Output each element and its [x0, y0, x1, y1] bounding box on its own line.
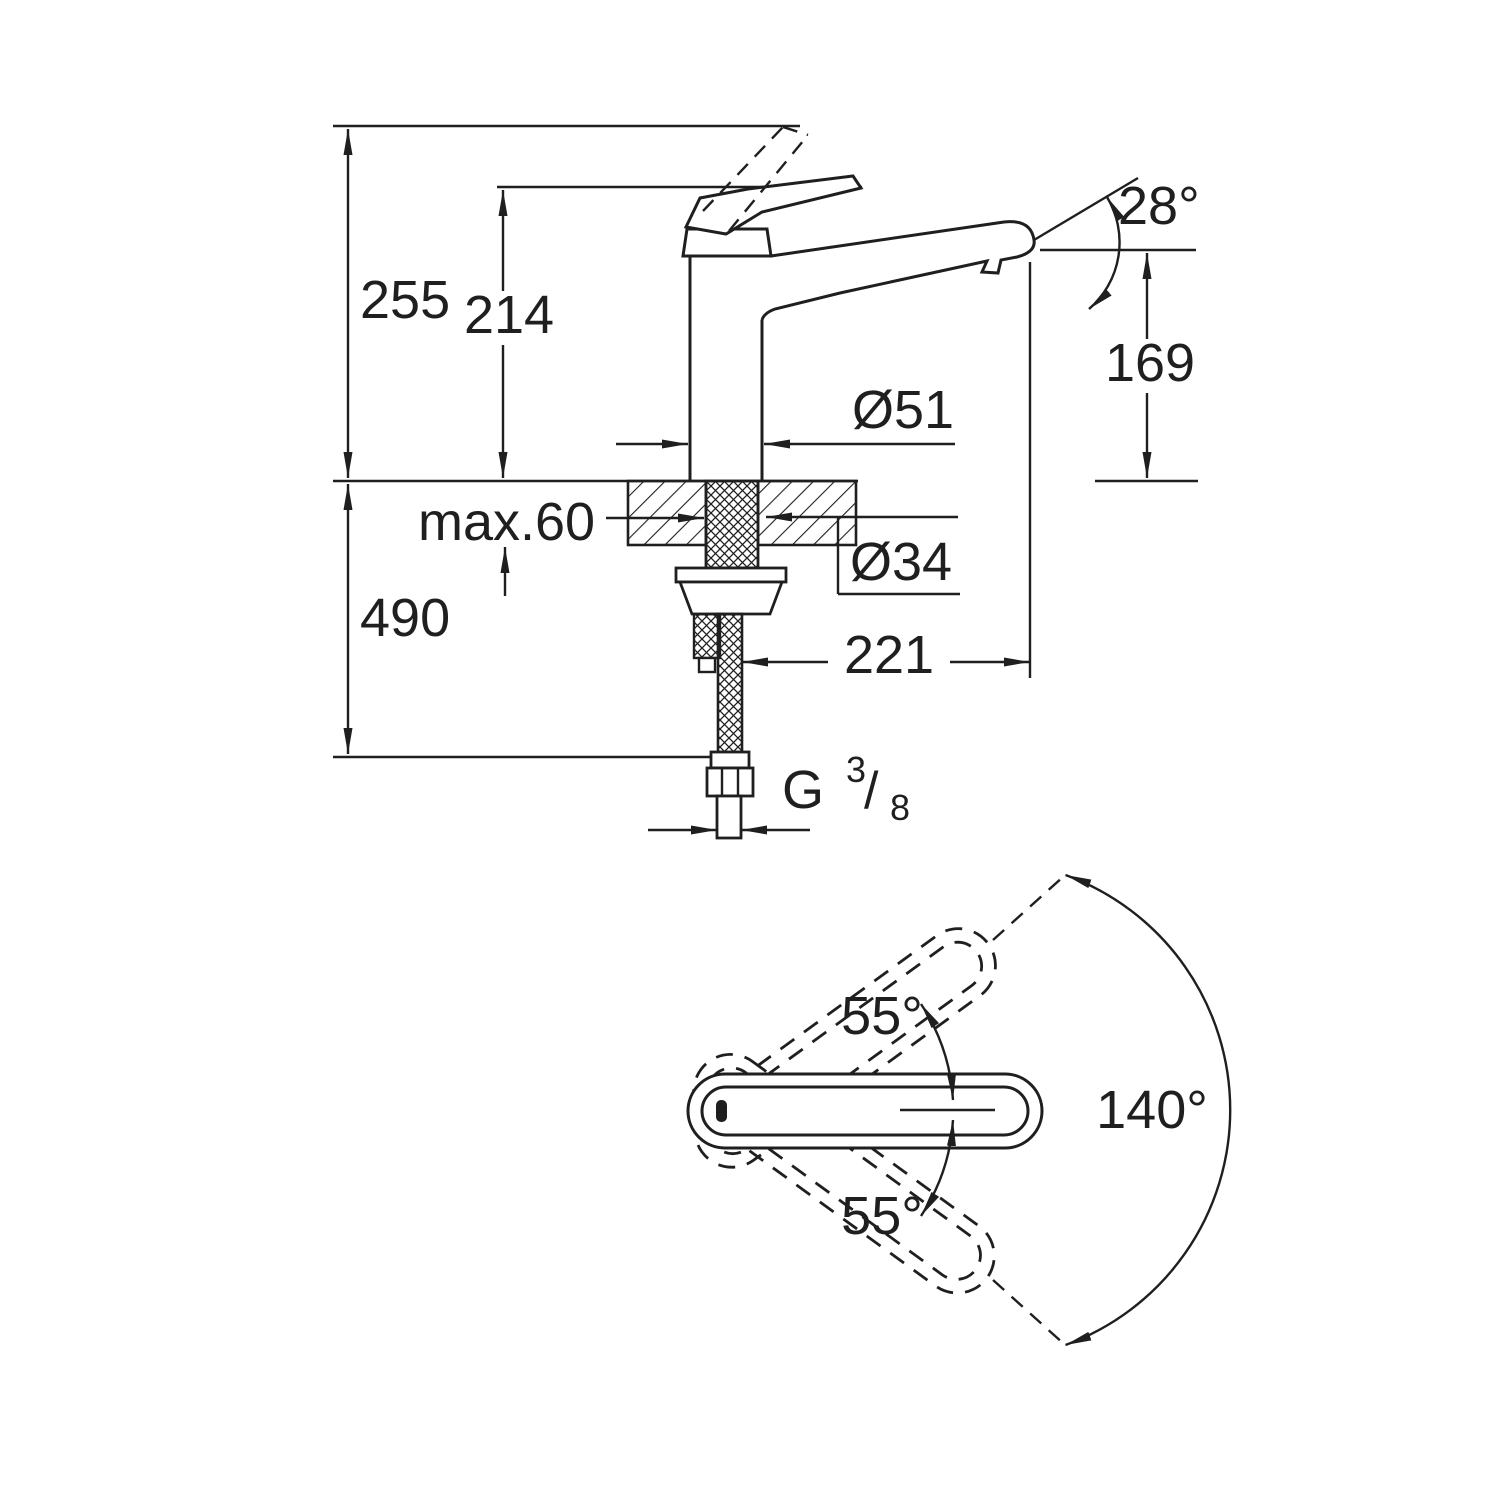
angle-arc-140 [1065, 873, 1232, 1347]
hose-collar [709, 750, 751, 770]
dim-label-bg-214 [451, 291, 567, 345]
raised-handle-line-2 [728, 134, 809, 232]
dimension-swivel-upper: 55° [841, 986, 956, 1101]
dimension-under-counter: 490 [343, 484, 450, 754]
thread-label-slash: / [864, 762, 879, 820]
dim-label-28: 28° [1118, 176, 1200, 236]
dim-label-max60: max.60 [418, 492, 595, 552]
dim-label-55-upper: 55° [841, 986, 923, 1046]
mounting-stud-tip [697, 656, 717, 674]
dimension-counter-thickness: max.60 [418, 492, 704, 596]
dim-label-bg-221 [828, 631, 950, 687]
thread-label-denominator: 8 [890, 787, 910, 828]
swivel-radial-lower [992, 1279, 1065, 1345]
dim-label-o51: Ø51 [852, 380, 954, 440]
hose-hex-nut [705, 766, 755, 798]
side-view: 255 214 490 169 221 28° [333, 124, 1206, 840]
dimension-outlet-height: 169 [1094, 253, 1206, 478]
dimension-body-diameter: Ø51 [616, 380, 955, 449]
dimension-swivel-total: 140° [1065, 873, 1232, 1347]
angle-arc-28 [1088, 196, 1125, 310]
dim-label-140: 140° [1096, 1080, 1208, 1140]
handle-lower-outer [692, 1053, 996, 1295]
supply-hose [716, 612, 744, 754]
raised-handle-line-1 [702, 126, 784, 212]
dimension-swivel-lower: 55° [841, 1119, 956, 1246]
hose-connector-tube [715, 794, 743, 840]
counter-hatch-left [626, 479, 708, 547]
under-counter-assembly [674, 479, 788, 840]
counter-section [626, 479, 858, 547]
dimension-handle-height: 214 [451, 190, 567, 478]
dim-label-o34: Ø34 [850, 532, 952, 592]
top-view: 55° 55° 140° [686, 873, 1232, 1347]
swivel-radial-upper [992, 875, 1065, 941]
dim-label-221: 221 [844, 625, 934, 685]
raised-handle-line-3 [782, 125, 809, 137]
dimension-spout-angle: 28° [1033, 176, 1200, 310]
angle-leg-28 [1033, 176, 1139, 242]
angle-arc-55-upper [919, 1003, 956, 1101]
dimension-spout-reach: 221 [742, 625, 1030, 687]
mounting-washer [674, 566, 788, 584]
spout [760, 220, 1036, 321]
dimension-thread: G 3 / 8 [648, 749, 910, 835]
faucet-outline [681, 125, 1036, 481]
cartridge-cap [681, 227, 773, 258]
counter-hatch-right [756, 479, 858, 547]
dim-label-55-lower: 55° [841, 1186, 923, 1246]
handle-top-solid [686, 1072, 1044, 1150]
lever-handle-raised-dashed [702, 125, 809, 232]
thread-label-g: G [782, 760, 824, 820]
lever-handle [683, 174, 864, 236]
dim-label-214: 214 [464, 285, 554, 345]
mounting-stud [692, 612, 722, 660]
dim-label-169: 169 [1105, 333, 1195, 393]
dimension-total-height: 255 [343, 129, 450, 478]
handle-grip-mark [716, 1100, 727, 1122]
dim-label-bg-169 [1094, 339, 1206, 393]
dim-label-490: 490 [360, 588, 450, 648]
dimension-hole-diameter: Ø34 [766, 512, 960, 596]
angle-arc-55-lower [919, 1119, 956, 1217]
handle-solid-inner [700, 1085, 1030, 1137]
thread-label-numerator: 3 [846, 749, 866, 790]
mounting-nut [677, 580, 785, 616]
threaded-shank [704, 479, 760, 570]
dim-label-255: 255 [360, 270, 450, 330]
